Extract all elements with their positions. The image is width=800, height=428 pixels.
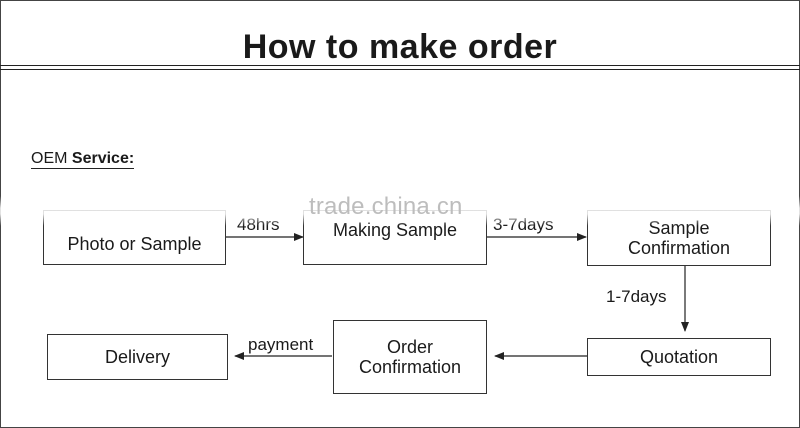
- title-rule-bottom: [0, 69, 800, 70]
- arrow-label-payment: payment: [248, 335, 314, 354]
- step-photo-label: Photo or Sample: [67, 233, 202, 254]
- watermark-band: [0, 196, 800, 226]
- watermark-text: trade.china.cn: [309, 193, 463, 220]
- step-delivery-label: Delivery: [104, 347, 170, 367]
- arrow-label-1-7days: 1-7days: [606, 287, 667, 306]
- step-order-confirmation-line2: Confirmation: [358, 357, 462, 377]
- step-sample-confirmation-line2: Confirmation: [627, 238, 731, 258]
- step-delivery: Delivery: [47, 334, 228, 380]
- section-bold: Service:: [71, 150, 135, 167]
- step-quotation-label: Quotation: [639, 347, 719, 367]
- step-order-confirmation-line1: Order: [386, 337, 433, 357]
- step-order-confirmation: Order Confirmation: [333, 320, 487, 394]
- title-rule-top: [0, 65, 800, 66]
- section-prefix: OEM: [31, 150, 68, 167]
- step-quotation: Quotation: [587, 338, 771, 376]
- page-title: How to make order: [242, 28, 558, 66]
- section-heading: OEM Service:: [31, 149, 135, 169]
- step-order-confirmation-text: Order Confirmation: [359, 337, 461, 377]
